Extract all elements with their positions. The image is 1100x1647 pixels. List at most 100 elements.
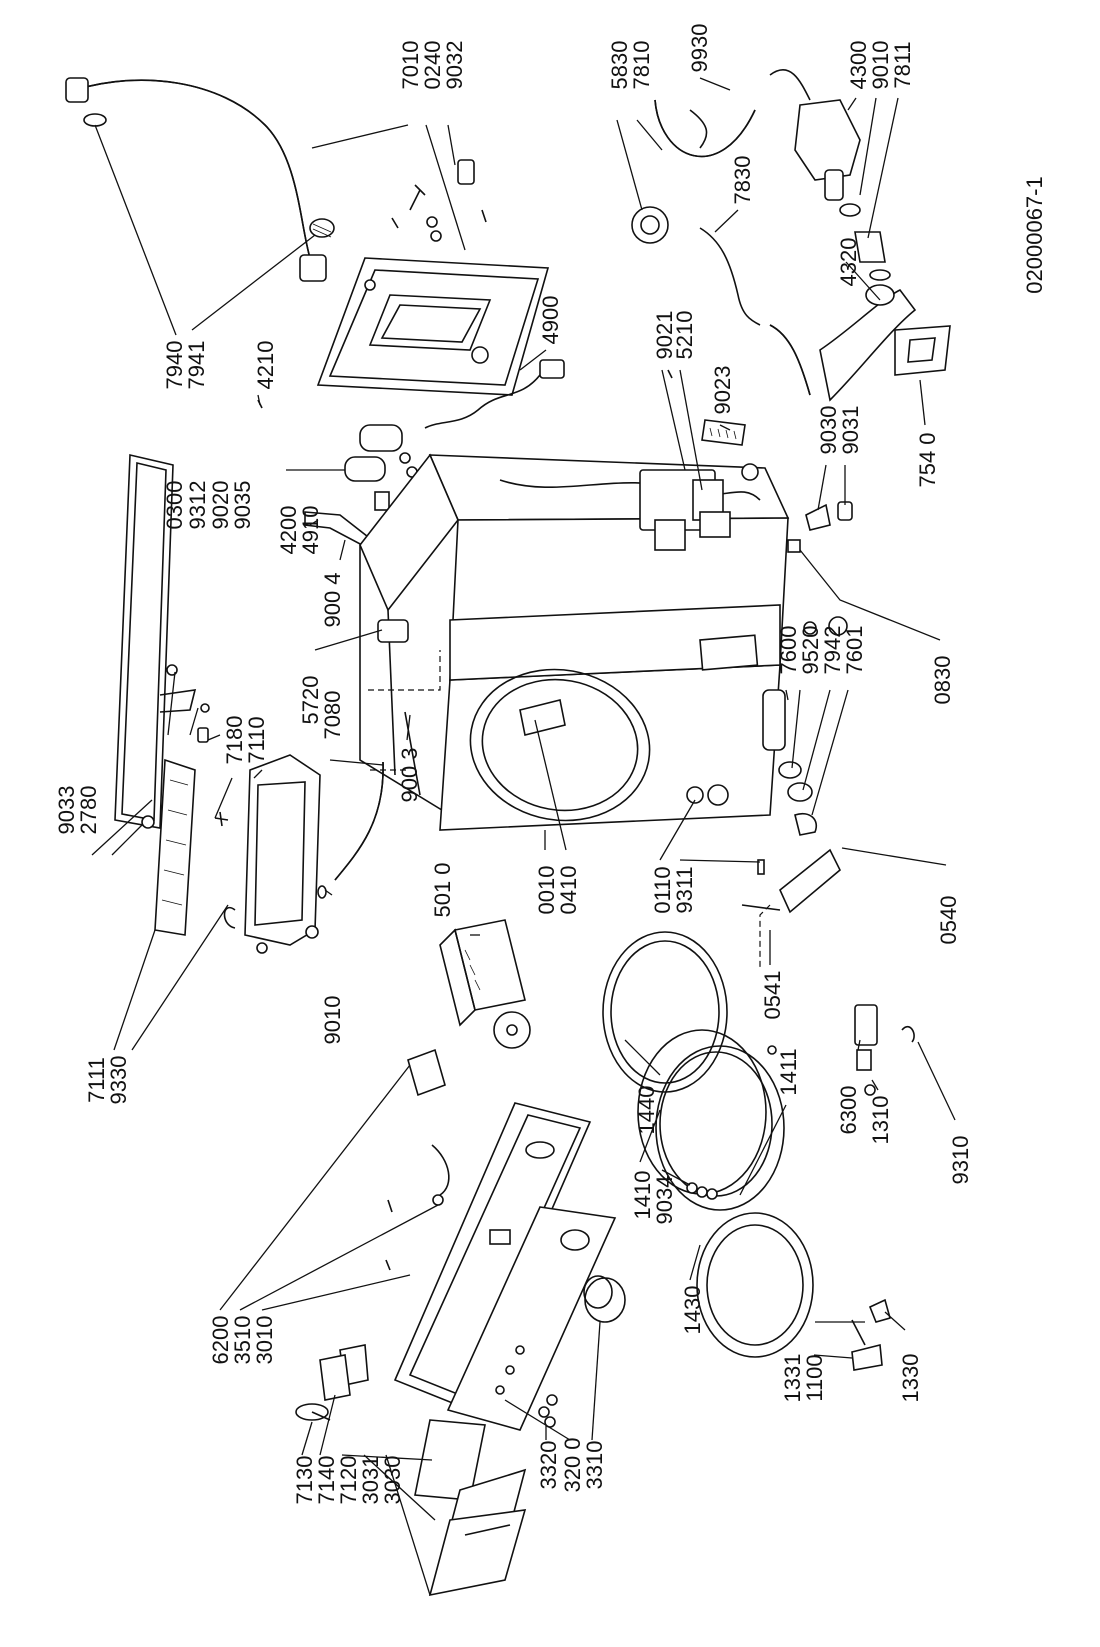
label-6200: 6200 bbox=[208, 1316, 233, 1365]
label-7830: 7830 bbox=[730, 156, 755, 205]
label-9010-drawer: 9010 bbox=[320, 996, 345, 1045]
wiring-6200-3510 bbox=[385, 1048, 450, 1271]
label-7010: 7010 bbox=[398, 41, 423, 90]
label-9021: 9021 bbox=[652, 311, 677, 360]
label-9031: 9031 bbox=[838, 406, 863, 455]
label-0110: 0110 bbox=[650, 866, 675, 913]
label-0300: 0300 bbox=[162, 481, 187, 530]
label-9310: 9310 bbox=[948, 1136, 973, 1185]
label-7942: 7942 bbox=[820, 626, 845, 675]
label-9030: 9030 bbox=[816, 406, 841, 455]
label-7600: 7600 bbox=[776, 626, 801, 675]
capacitors-4200-4210 bbox=[257, 399, 418, 511]
label-9004: 900 4 bbox=[320, 572, 345, 627]
label-9035: 9035 bbox=[230, 481, 255, 530]
label-4320: 4320 bbox=[836, 238, 861, 287]
label-1430: 1430 bbox=[680, 1286, 705, 1335]
door-flap-0540 bbox=[741, 848, 841, 970]
pump-assembly bbox=[631, 69, 951, 402]
label-3200: 320 0 bbox=[560, 1437, 585, 1492]
top-lid-0240 bbox=[316, 257, 550, 396]
hinge-1330 bbox=[851, 1298, 891, 1371]
label-3030: 3030 bbox=[380, 1456, 405, 1505]
label-4900: 4900 bbox=[538, 296, 563, 345]
label-2780: 2780 bbox=[76, 786, 101, 835]
power-cord-4900 bbox=[424, 359, 565, 429]
screws-9032 bbox=[391, 159, 487, 242]
label-9023: 9023 bbox=[710, 366, 735, 415]
dispenser-tray-7111 bbox=[141, 758, 196, 936]
terminal-block-9023 bbox=[667, 369, 746, 446]
label-7811: 7811 bbox=[890, 41, 915, 88]
label-4210: 4210 bbox=[253, 341, 278, 390]
label-9034: 9034 bbox=[652, 1176, 677, 1225]
drawer-parts bbox=[295, 1344, 527, 1597]
label-7601: 7601 bbox=[842, 626, 867, 675]
label-7540: 754 0 bbox=[915, 432, 940, 487]
label-9520: 9520 bbox=[798, 626, 823, 675]
label-1330: 1330 bbox=[898, 1354, 923, 1403]
label-1310: 1310 bbox=[868, 1096, 893, 1145]
label-1100: 1100 bbox=[802, 1354, 827, 1401]
drawer-housing-7110 bbox=[214, 754, 321, 954]
label-9003: 900 3 bbox=[397, 747, 422, 802]
label-7080: 7080 bbox=[320, 691, 345, 740]
label-9330: 9330 bbox=[106, 1056, 131, 1105]
small-parts-9312-9020-9035 bbox=[159, 664, 210, 743]
label-7180: 7180 bbox=[222, 716, 247, 765]
label-5830: 5830 bbox=[607, 41, 632, 90]
label-9312: 9312 bbox=[185, 481, 210, 530]
label-9930: 9930 bbox=[687, 24, 712, 73]
label-7810: 7810 bbox=[629, 41, 654, 90]
label-7140: 7140 bbox=[314, 1456, 339, 1505]
label-3510: 3510 bbox=[230, 1316, 255, 1365]
label-7130: 7130 bbox=[292, 1456, 317, 1505]
clips-9030-9031-0830 bbox=[787, 501, 853, 636]
buttons-3320 bbox=[538, 1394, 558, 1428]
label-7111: 7111 bbox=[84, 1057, 109, 1103]
door-lock-6300 bbox=[854, 1004, 915, 1096]
label-1410: 1410 bbox=[630, 1171, 655, 1220]
label-9010-pump: 9010 bbox=[868, 41, 893, 90]
label-7940: 7940 bbox=[162, 341, 187, 390]
label-7110: 7110 bbox=[244, 716, 269, 763]
label-9020: 9020 bbox=[208, 481, 233, 530]
label-4200: 4200 bbox=[276, 506, 301, 555]
label-3310: 3310 bbox=[582, 1441, 607, 1490]
label-5210: 5210 bbox=[672, 311, 697, 360]
leader-lines bbox=[91, 77, 956, 1596]
label-9311: 9311 bbox=[672, 866, 697, 913]
label-4910: 4910 bbox=[298, 506, 323, 555]
label-1331: 1331 bbox=[780, 1354, 805, 1403]
label-5720: 5720 bbox=[298, 676, 323, 725]
label-0830: 0830 bbox=[930, 656, 955, 705]
label-0410: 0410 bbox=[556, 866, 581, 915]
label-4300: 4300 bbox=[846, 41, 871, 90]
label-7941: 7941 bbox=[184, 341, 209, 390]
heater-7600 bbox=[762, 689, 817, 836]
label-3010: 3010 bbox=[252, 1316, 277, 1365]
door-rings-1410-1411 bbox=[637, 1029, 785, 1211]
label-1411: 1411 bbox=[776, 1048, 801, 1095]
door-frame-1430 bbox=[696, 1212, 814, 1358]
fascia-3200 bbox=[446, 1206, 617, 1431]
label-1440: 1440 bbox=[634, 1086, 659, 1135]
label-6300: 6300 bbox=[836, 1086, 861, 1135]
part-labels: 02000067-1 7010 0240 9032 5830 7810 9930… bbox=[54, 24, 1047, 1505]
front-panel-0010 bbox=[439, 604, 781, 831]
label-9033: 9033 bbox=[54, 786, 79, 835]
inlet-hose-7010 bbox=[65, 77, 335, 282]
drawing-id: 02000067-1 bbox=[1022, 176, 1047, 293]
hose-7080 bbox=[317, 761, 384, 899]
label-9032: 9032 bbox=[442, 41, 467, 90]
label-0541: 0541 bbox=[760, 971, 785, 1020]
knob-3310 bbox=[583, 1275, 626, 1323]
label-3320: 3320 bbox=[536, 1441, 561, 1490]
programmer-5010 bbox=[439, 919, 531, 1049]
label-3031: 3031 bbox=[358, 1456, 383, 1505]
label-7120: 7120 bbox=[336, 1456, 361, 1505]
label-5010: 501 0 bbox=[430, 862, 455, 917]
label-0010: 0010 bbox=[534, 866, 559, 915]
door-gasket-1440 bbox=[602, 931, 728, 1093]
